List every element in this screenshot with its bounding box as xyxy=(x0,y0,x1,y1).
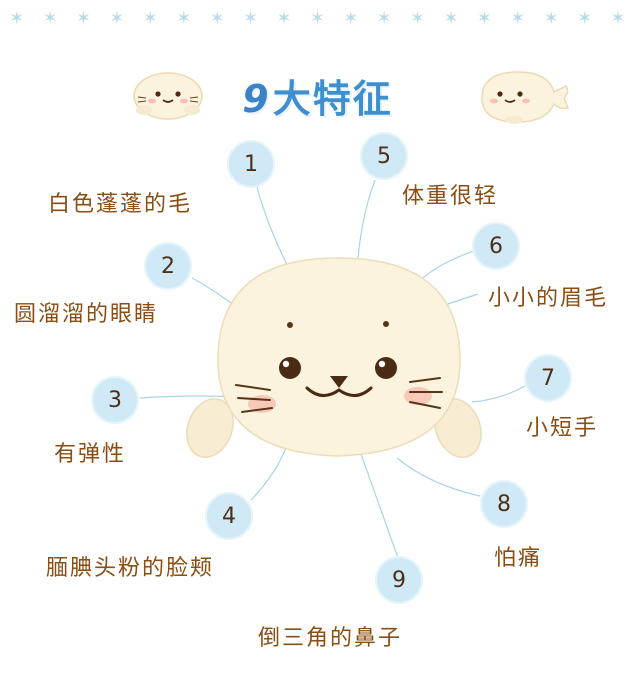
feature-5-badge: 5 xyxy=(360,132,408,180)
feature-5-label: 体重很轻 xyxy=(402,184,499,209)
star-icon: ✶ xyxy=(209,7,225,29)
feature-6-label: 小小的眉毛 xyxy=(488,286,609,311)
feature-2-badge: 2 xyxy=(144,242,192,290)
feature-8-label: 怕痛 xyxy=(494,546,543,571)
star-icon: ✶ xyxy=(42,7,58,29)
star-icon: ✶ xyxy=(309,7,325,29)
title-text: 大特征 xyxy=(272,77,393,121)
star-icon: ✶ xyxy=(75,7,92,29)
connector-line-6 xyxy=(417,249,478,283)
feature-7-badge: 7 xyxy=(524,354,572,402)
seal-body xyxy=(186,257,482,458)
feature-3-badge: 3 xyxy=(91,376,139,424)
star-icon: ✶ xyxy=(476,7,492,29)
feature-2-label: 圆溜溜的眼睛 xyxy=(14,302,159,327)
star-icon: ✶ xyxy=(176,7,192,29)
star-icon: ✶ xyxy=(376,7,392,29)
small-seal-right-icon xyxy=(481,71,570,124)
feature-1-badge: 1 xyxy=(227,140,275,188)
feature-1-label: 白色蓬蓬的毛 xyxy=(48,192,193,217)
star-icon: ✶ xyxy=(443,7,459,29)
star-icon: ✶ xyxy=(510,7,526,29)
star-icon: ✶ xyxy=(410,7,426,29)
connector-line-4 xyxy=(250,447,287,501)
feature-8-badge: 8 xyxy=(480,480,528,528)
connector-line-5 xyxy=(357,179,376,259)
feature-9-label: 倒三角的鼻子 xyxy=(258,626,403,651)
star-icon: ✶ xyxy=(142,7,158,29)
feature-9-badge: 9 xyxy=(375,556,423,604)
connector-line-8 xyxy=(396,457,481,497)
page-title: 9大特征 xyxy=(0,68,635,123)
star-icon: ✶ xyxy=(577,7,593,29)
connector-line-7 xyxy=(471,384,528,403)
title-number: 9 xyxy=(242,77,271,121)
feature-7-label: 小短手 xyxy=(526,416,599,441)
star-border: ✶ ✶ ✶ ✶ ✶ ✶ ✶ ✶ ✶ ✶ ✶ ✶ ✶ ✶ ✶ ✶ ✶ ✶ ✶ xyxy=(0,6,635,30)
star-icon: ✶ xyxy=(276,7,292,29)
feature-6-badge: 6 xyxy=(472,222,520,270)
star-icon: ✶ xyxy=(109,7,125,29)
feature-4-badge: 4 xyxy=(205,492,253,540)
star-icon: ✶ xyxy=(343,7,359,29)
star-icon: ✶ xyxy=(243,7,259,29)
star-icon: ✶ xyxy=(543,7,559,29)
star-icon: ✶ xyxy=(610,7,626,29)
feature-4-label: 腼腆头粉的脸颊 xyxy=(46,556,215,581)
feature-3-label: 有弹性 xyxy=(54,442,127,467)
star-icon: ✶ xyxy=(9,7,25,29)
small-seal-left-icon xyxy=(133,72,203,120)
